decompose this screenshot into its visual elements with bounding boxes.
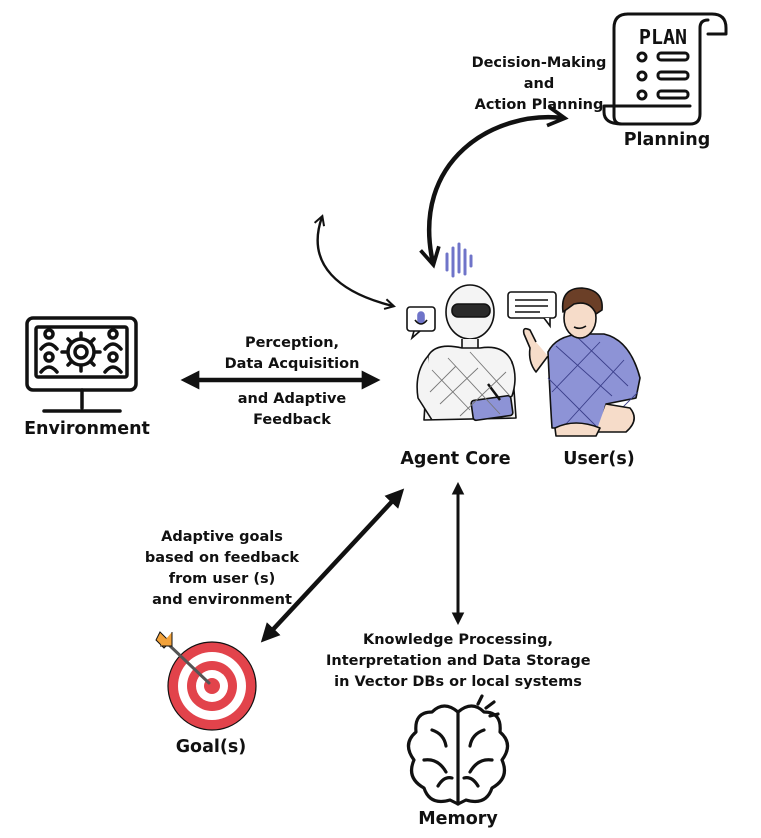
monitor-icon [25, 316, 138, 413]
edge-label-planning: Decision-Making and Action Planning [470, 53, 608, 116]
edge-label-line: Adaptive goals [161, 529, 283, 545]
users-label: User(s) [563, 449, 635, 469]
edge-label-goals: Adaptive goals based on feedback from us… [140, 527, 304, 611]
edge-label-line: from user (s) [168, 571, 276, 587]
edge-label-line: Data Acquisition [224, 356, 360, 372]
edge-label-line: in Vector DBs or local systems [334, 674, 582, 690]
user-person-illustration [522, 287, 641, 437]
edge-label-line: Interpretation and Data Storage [326, 653, 591, 669]
arrow-agent-loop [318, 217, 393, 306]
edge-label-line: Perception, [244, 335, 340, 351]
arrow-goal-agent [260, 488, 405, 643]
edge-label-line: and [523, 76, 555, 92]
target-dart-icon [155, 631, 257, 731]
memory-label: Memory [418, 809, 498, 829]
brain-icon [406, 694, 510, 806]
plan-word: PLAN [639, 25, 687, 49]
edge-label-line: based on feedback [144, 550, 300, 566]
edge-label-environment-top: Perception, Data Acquisition [218, 333, 366, 375]
edge-label-line: Decision-Making [471, 55, 607, 71]
chat-bubble-icon [507, 291, 557, 329]
goals-label: Goal(s) [175, 737, 247, 757]
mic-bubble-icon [406, 306, 436, 341]
robot-agent-illustration [416, 284, 517, 422]
edge-label-environment-bottom: and Adaptive Feedback [218, 389, 366, 431]
plan-scroll-icon [602, 12, 728, 126]
edge-label-line: Knowledge Processing, [363, 632, 553, 648]
planning-label: Planning [623, 130, 711, 150]
agent-core-label: Agent Core [400, 449, 511, 469]
edge-label-line: Action Planning [474, 97, 604, 113]
arrow-agent-planning [429, 117, 563, 263]
edge-label-memory: Knowledge Processing, Interpretation and… [326, 630, 591, 693]
environment-label: Environment [24, 419, 150, 439]
edge-label-line: and Adaptive [237, 391, 347, 407]
sound-wave-icon [445, 242, 473, 278]
edge-label-line: Feedback [253, 412, 331, 428]
edge-label-line: and environment [152, 592, 292, 608]
